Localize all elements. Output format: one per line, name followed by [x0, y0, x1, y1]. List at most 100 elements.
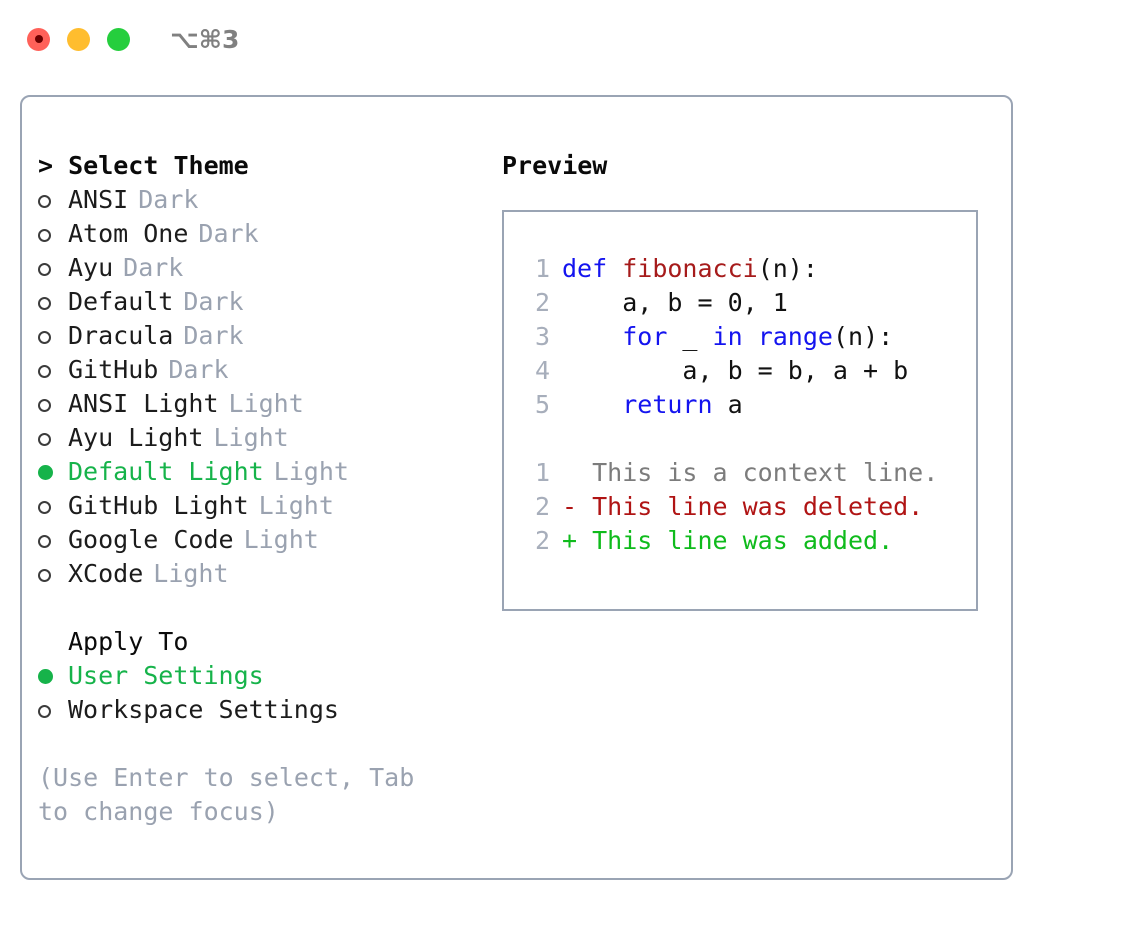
theme-option-ansi-light[interactable]: ANSI Light Light — [38, 387, 488, 421]
diff-line-deleted: 2- This line was deleted. — [522, 490, 938, 524]
diff-line-added: 2 + This line was added. — [522, 524, 938, 558]
radio-dot — [38, 365, 51, 378]
diff-line-text: - This line was deleted. — [562, 492, 924, 521]
code-line-number: 1 — [534, 254, 550, 283]
code-token: def — [562, 254, 623, 283]
radio-unselected-icon — [38, 321, 68, 355]
radio-dot — [38, 331, 51, 344]
theme-option-dracula[interactable]: Dracula Dark — [38, 319, 488, 353]
theme-option-tag: Light — [273, 457, 349, 486]
code-line-number: 5 — [534, 390, 550, 419]
radio-unselected-icon — [38, 559, 68, 593]
radio-dot — [38, 433, 51, 446]
diff-line-text: This is a context line. — [562, 458, 939, 487]
theme-option-label: Default — [68, 287, 174, 316]
code-token: a, b = 0, 1 — [562, 288, 788, 317]
code-token: for — [622, 322, 668, 351]
theme-option-tag: Light — [243, 525, 319, 554]
keyboard-shortcut-label: ⌥⌘3 — [170, 24, 240, 54]
code-line-number: 2 — [534, 288, 550, 317]
radio-unselected-icon — [38, 389, 68, 423]
code-line-number: 3 — [534, 322, 550, 351]
theme-option-github[interactable]: GitHub Dark — [38, 353, 488, 387]
theme-option-tag: Dark — [183, 321, 244, 350]
theme-option-label: Default Light — [68, 457, 264, 486]
code-line-text: a, b = 0, 1 — [562, 286, 788, 320]
theme-option-atom-one[interactable]: Atom One Dark — [38, 217, 488, 251]
apply-to-option-user-settings[interactable]: User Settings — [38, 659, 488, 693]
recording-dot-icon — [34, 35, 43, 43]
theme-option-default-light[interactable]: Default Light Light — [38, 455, 488, 489]
code-blank-line — [522, 422, 938, 456]
preview-title: Preview — [502, 151, 608, 180]
traffic-light-buttons — [27, 27, 130, 51]
code-token: a, b = b, a + b — [562, 356, 909, 385]
diff-line-text: + This line was added. — [562, 526, 894, 555]
radio-unselected-icon — [38, 287, 68, 321]
radio-unselected-icon — [38, 355, 68, 389]
code-token: in — [712, 322, 743, 351]
theme-option-tag: Dark — [138, 185, 199, 214]
theme-option-xcode[interactable]: XCode Light — [38, 557, 488, 591]
theme-option-label: ANSI — [68, 185, 129, 214]
theme-option-label: GitHub — [68, 355, 159, 384]
theme-option-label: ANSI Light — [68, 389, 219, 418]
code-token — [562, 322, 622, 351]
radio-dot — [38, 569, 51, 582]
theme-option-tag: Dark — [123, 253, 184, 282]
code-line: 1 def fibonacci(n): — [522, 252, 938, 286]
code-line: 4 a, b = b, a + b — [522, 354, 938, 388]
theme-option-label: Atom One — [68, 219, 189, 248]
theme-option-tag: Light — [228, 389, 304, 418]
theme-option-label: Dracula — [68, 321, 174, 350]
apply-to-option-workspace-settings[interactable]: Workspace Settings — [38, 693, 488, 727]
code-token: (n): — [757, 254, 818, 283]
theme-option-label: XCode — [68, 559, 144, 588]
theme-option-tag: Light — [153, 559, 229, 588]
maximize-button[interactable] — [107, 27, 130, 51]
code-line: 2 a, b = 0, 1 — [522, 286, 938, 320]
radio-unselected-icon — [38, 219, 68, 253]
radio-selected-icon — [38, 660, 68, 694]
code-line: 3 for _ in range(n): — [522, 320, 938, 354]
theme-option-tag: Dark — [198, 219, 259, 248]
radio-dot — [38, 501, 51, 514]
code-line-text: def fibonacci(n): — [562, 252, 818, 286]
code-token: return — [622, 390, 713, 419]
close-button[interactable] — [27, 27, 50, 51]
radio-dot — [38, 229, 51, 242]
theme-option-tag: Dark — [168, 355, 229, 384]
diff-line-number: 2 — [534, 526, 550, 555]
select-theme-header: > Select Theme — [38, 151, 249, 180]
code-line-text: for _ in range(n): — [562, 320, 893, 354]
radio-selected-icon — [38, 456, 68, 490]
radio-unselected-icon — [38, 695, 68, 729]
radio-dot — [38, 705, 51, 718]
diff-line-context: 1 This is a context line. — [522, 456, 938, 490]
radio-unselected-icon — [38, 423, 68, 457]
code-token — [743, 322, 758, 351]
diff-line-number: 1 — [534, 458, 550, 487]
radio-unselected-icon — [38, 253, 68, 287]
theme-option-ansi[interactable]: ANSI Dark — [38, 183, 488, 217]
apply-to-option-label: Workspace Settings — [68, 695, 339, 724]
radio-dot — [38, 399, 51, 412]
apply-to-header: Apply To — [68, 627, 189, 656]
code-token: range — [757, 322, 833, 351]
apply-to-option-label: User Settings — [68, 661, 264, 690]
theme-option-tag: Light — [213, 423, 289, 452]
minimize-button[interactable] — [67, 27, 90, 51]
code-line: 5 return a — [522, 388, 938, 422]
